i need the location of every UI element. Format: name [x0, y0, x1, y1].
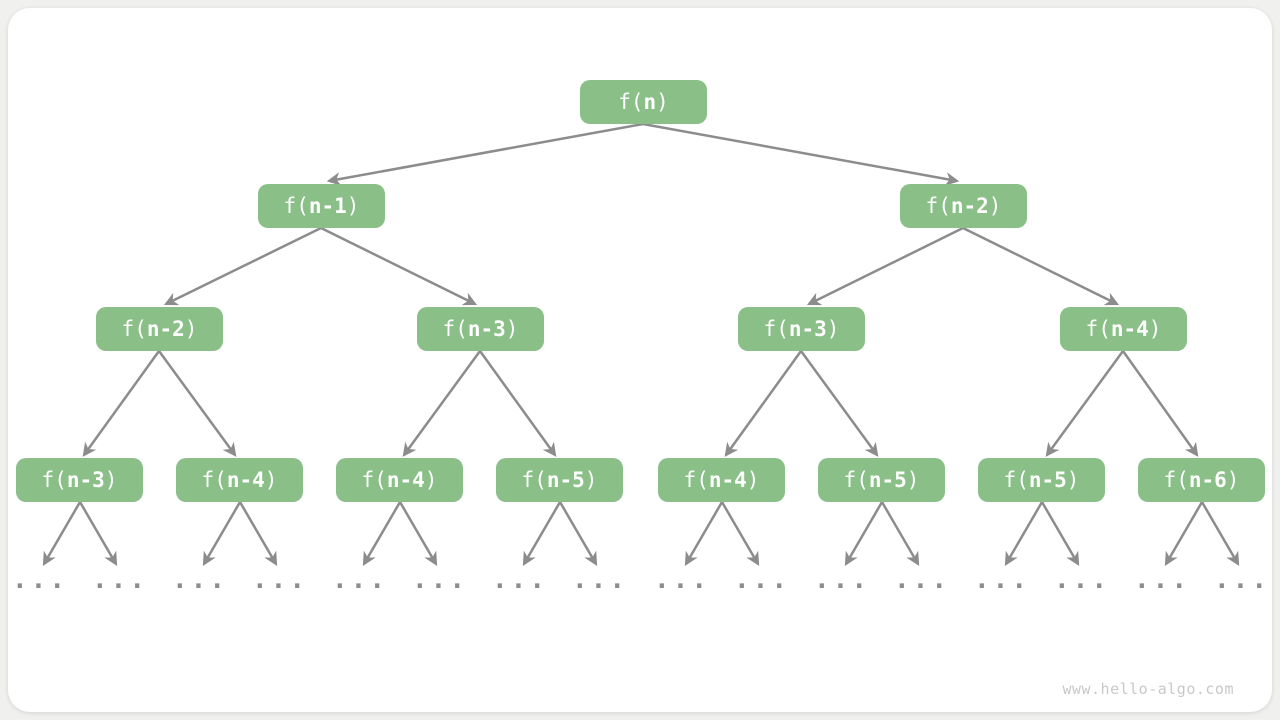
- node-label-prefix: f(: [683, 468, 709, 492]
- subtree-ellipsis: ...: [12, 565, 68, 595]
- node-label-prefix: f(: [283, 194, 309, 218]
- node-label-prefix: f(: [521, 468, 547, 492]
- node-label-suffix: ): [505, 317, 519, 341]
- tree-node: f(n-3): [16, 458, 143, 502]
- tree-node: f(n-5): [818, 458, 945, 502]
- subtree-ellipsis: ...: [654, 565, 710, 595]
- node-label-prefix: f(: [361, 468, 387, 492]
- subtree-ellipsis: ...: [1134, 565, 1190, 595]
- tree-node: f(n): [580, 80, 707, 124]
- subtree-ellipsis: ...: [172, 565, 228, 595]
- node-label-prefix: f(: [1163, 468, 1189, 492]
- node-label-prefix: f(: [201, 468, 227, 492]
- node-label-inner: n-4: [1110, 317, 1149, 341]
- node-label-suffix: ): [424, 468, 438, 492]
- tree-node: f(n-5): [496, 458, 623, 502]
- tree-node: f(n-2): [96, 307, 223, 351]
- node-label-prefix: f(: [618, 90, 644, 114]
- subtree-ellipsis: ...: [1214, 565, 1270, 595]
- node-label-inner: n-3: [66, 468, 105, 492]
- tree-node: f(n-4): [336, 458, 463, 502]
- subtree-ellipsis: ...: [332, 565, 388, 595]
- node-label-prefix: f(: [41, 468, 67, 492]
- subtree-ellipsis: ...: [412, 565, 468, 595]
- node-label-inner: n-4: [708, 468, 747, 492]
- subtree-ellipsis: ...: [974, 565, 1030, 595]
- node-label-suffix: ): [1226, 468, 1240, 492]
- node-label-inner: n-4: [226, 468, 265, 492]
- tree-node: f(n-3): [417, 307, 544, 351]
- tree-node: f(n-5): [978, 458, 1105, 502]
- edge-arrows: [42, 122, 1240, 566]
- node-label-suffix: ): [746, 468, 760, 492]
- node-label-inner: n-5: [546, 468, 585, 492]
- node-label-inner: n-2: [950, 194, 989, 218]
- node-label-inner: n-4: [386, 468, 425, 492]
- node-label-inner: n-3: [467, 317, 506, 341]
- node-label-prefix: f(: [925, 194, 951, 218]
- subtree-ellipsis: ...: [92, 565, 148, 595]
- node-label-suffix: ): [104, 468, 118, 492]
- node-label-suffix: ): [988, 194, 1002, 218]
- node-label-suffix: ): [584, 468, 598, 492]
- node-label-suffix: ): [184, 317, 198, 341]
- node-label-suffix: ): [906, 468, 920, 492]
- subtree-ellipsis: ...: [814, 565, 870, 595]
- node-label-suffix: ): [1148, 317, 1162, 341]
- tree-node: f(n-2): [900, 184, 1027, 228]
- node-label-prefix: f(: [1003, 468, 1029, 492]
- watermark: www.hello-algo.com: [1062, 680, 1234, 698]
- tree-node: f(n-3): [738, 307, 865, 351]
- node-label-suffix: ): [1066, 468, 1080, 492]
- node-label-suffix: ): [656, 90, 669, 114]
- node-label-prefix: f(: [442, 317, 468, 341]
- node-label-prefix: f(: [843, 468, 869, 492]
- node-label-suffix: ): [826, 317, 840, 341]
- node-label-inner: n-3: [788, 317, 827, 341]
- subtree-ellipsis: ...: [492, 565, 548, 595]
- tree-node: f(n-4): [176, 458, 303, 502]
- node-label-inner: n-5: [868, 468, 907, 492]
- node-label-prefix: f(: [121, 317, 147, 341]
- subtree-ellipsis: ...: [894, 565, 950, 595]
- node-label-prefix: f(: [763, 317, 789, 341]
- node-label-inner: n: [643, 90, 657, 114]
- node-label-inner: n-6: [1188, 468, 1227, 492]
- node-label-prefix: f(: [1085, 317, 1111, 341]
- tree-node: f(n-4): [658, 458, 785, 502]
- node-label-suffix: ): [264, 468, 278, 492]
- node-label-inner: n-5: [1028, 468, 1067, 492]
- subtree-ellipsis: ...: [734, 565, 790, 595]
- node-label-inner: n-2: [146, 317, 185, 341]
- node-label-suffix: ): [346, 194, 360, 218]
- tree-node: f(n-1): [258, 184, 385, 228]
- tree-node: f(n-4): [1060, 307, 1187, 351]
- tree-node: f(n-6): [1138, 458, 1265, 502]
- subtree-ellipsis: ...: [572, 565, 628, 595]
- node-label-inner: n-1: [308, 194, 347, 218]
- subtree-ellipsis: ...: [1054, 565, 1110, 595]
- subtree-ellipsis: ...: [252, 565, 308, 595]
